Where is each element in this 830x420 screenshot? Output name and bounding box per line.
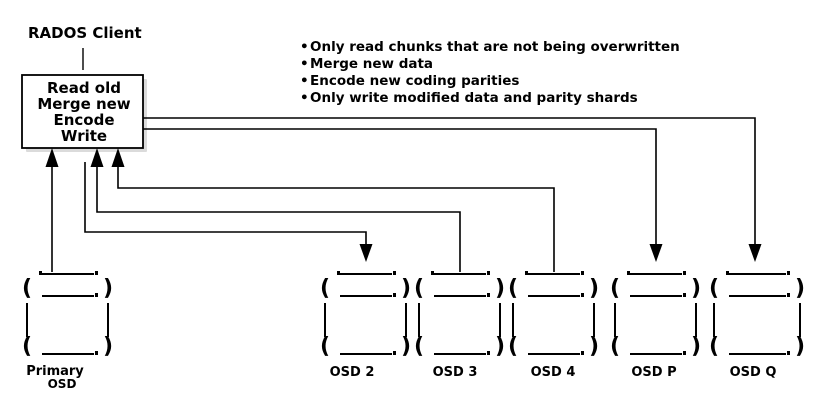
- disk-right-paren-top: ): [795, 276, 805, 301]
- disk-right-paren-top: ): [103, 276, 113, 301]
- osd-label-primary: Primary: [26, 364, 84, 379]
- disk-left-paren-top: (: [508, 276, 518, 301]
- process-step-merge-new: Merge new: [37, 95, 130, 113]
- arrowhead-up-primary: [45, 148, 59, 167]
- write-path-to-osd2: [84, 162, 373, 262]
- bullet-glyph-3: •: [300, 90, 309, 106]
- osd-label-osd2: OSD 2: [330, 365, 375, 380]
- disk-left-paren-bottom: (: [508, 334, 518, 359]
- read-path-from-osd3: [90, 148, 461, 272]
- bullet-glyph-2: •: [300, 73, 309, 89]
- arrowhead-down-osdp: [649, 244, 663, 262]
- disk-right-paren-bottom: ): [589, 334, 599, 359]
- osd-icon-osd3[interactable]: ( ) ( ): [414, 271, 505, 359]
- disk-left-paren-bottom: (: [610, 334, 620, 359]
- bullet-list: • Only read chunks that are not being ov…: [300, 39, 680, 106]
- disk-left-paren-bottom: (: [709, 334, 719, 359]
- disk-left-paren-top: (: [320, 276, 330, 301]
- read-path-from-primary: [45, 148, 59, 272]
- disk-left-paren-top: (: [414, 276, 424, 301]
- read-path-from-osd4: [111, 148, 555, 272]
- disk-left-paren-bottom: (: [414, 334, 424, 359]
- bullet-item-1: Merge new data: [310, 56, 433, 72]
- disk-left-paren-top: (: [610, 276, 620, 301]
- osd-icon-osd2[interactable]: ( ) ( ): [320, 271, 411, 359]
- process-step-read-old: Read old: [47, 79, 121, 97]
- write-path-to-osdp: [143, 128, 663, 262]
- osd-label-osd3: OSD 3: [433, 365, 478, 380]
- disk-left-paren-top: (: [709, 276, 719, 301]
- disk-left-paren-top: (: [22, 276, 32, 301]
- bullet-item-3: Only write modified data and parity shar…: [310, 90, 638, 106]
- disk-left-paren-bottom: (: [320, 334, 330, 359]
- disk-left-paren-bottom: (: [22, 334, 32, 359]
- bullet-glyph-0: •: [300, 39, 309, 55]
- process-box[interactable]: [21, 74, 144, 149]
- osd-label-osd4: OSD 4: [531, 365, 576, 380]
- osd-icon-osdq[interactable]: ( ) ( ): [709, 271, 805, 359]
- disk-right-paren-bottom: ): [495, 334, 505, 359]
- write-path-to-osdq: [143, 117, 762, 262]
- osd-label-osdq: OSD Q: [730, 365, 777, 380]
- disk-right-paren-top: ): [401, 276, 411, 301]
- arrowhead-down-osdq: [748, 244, 762, 262]
- osd-icon-osd4[interactable]: ( ) ( ): [508, 271, 599, 359]
- arrowhead-up-osd4: [111, 148, 125, 167]
- disk-right-paren-bottom: ): [103, 334, 113, 359]
- arrowhead-down-osd2: [359, 244, 373, 262]
- process-step-write: Write: [61, 127, 107, 145]
- bullet-glyph-1: •: [300, 56, 309, 72]
- disk-right-paren-bottom: ): [691, 334, 701, 359]
- osd-icon-osdp[interactable]: ( ) ( ): [610, 271, 701, 359]
- osd-sublabel-primary: OSD: [48, 377, 77, 391]
- disk-right-paren-bottom: ): [795, 334, 805, 359]
- disk-right-paren-top: ): [691, 276, 701, 301]
- disk-right-paren-bottom: ): [401, 334, 411, 359]
- bullet-item-0: Only read chunks that are not being over…: [310, 39, 680, 55]
- disk-right-paren-top: ): [495, 276, 505, 301]
- osd-icon-primary[interactable]: ( ) ( ): [22, 271, 113, 359]
- bullet-item-2: Encode new coding parities: [310, 73, 519, 89]
- disk-right-paren-top: ): [589, 276, 599, 301]
- process-step-encode: Encode: [53, 111, 114, 129]
- osd-label-osdp: OSD P: [631, 365, 676, 380]
- arrowhead-up-osd3: [90, 148, 104, 167]
- rados-client-title: RADOS Client: [28, 24, 142, 42]
